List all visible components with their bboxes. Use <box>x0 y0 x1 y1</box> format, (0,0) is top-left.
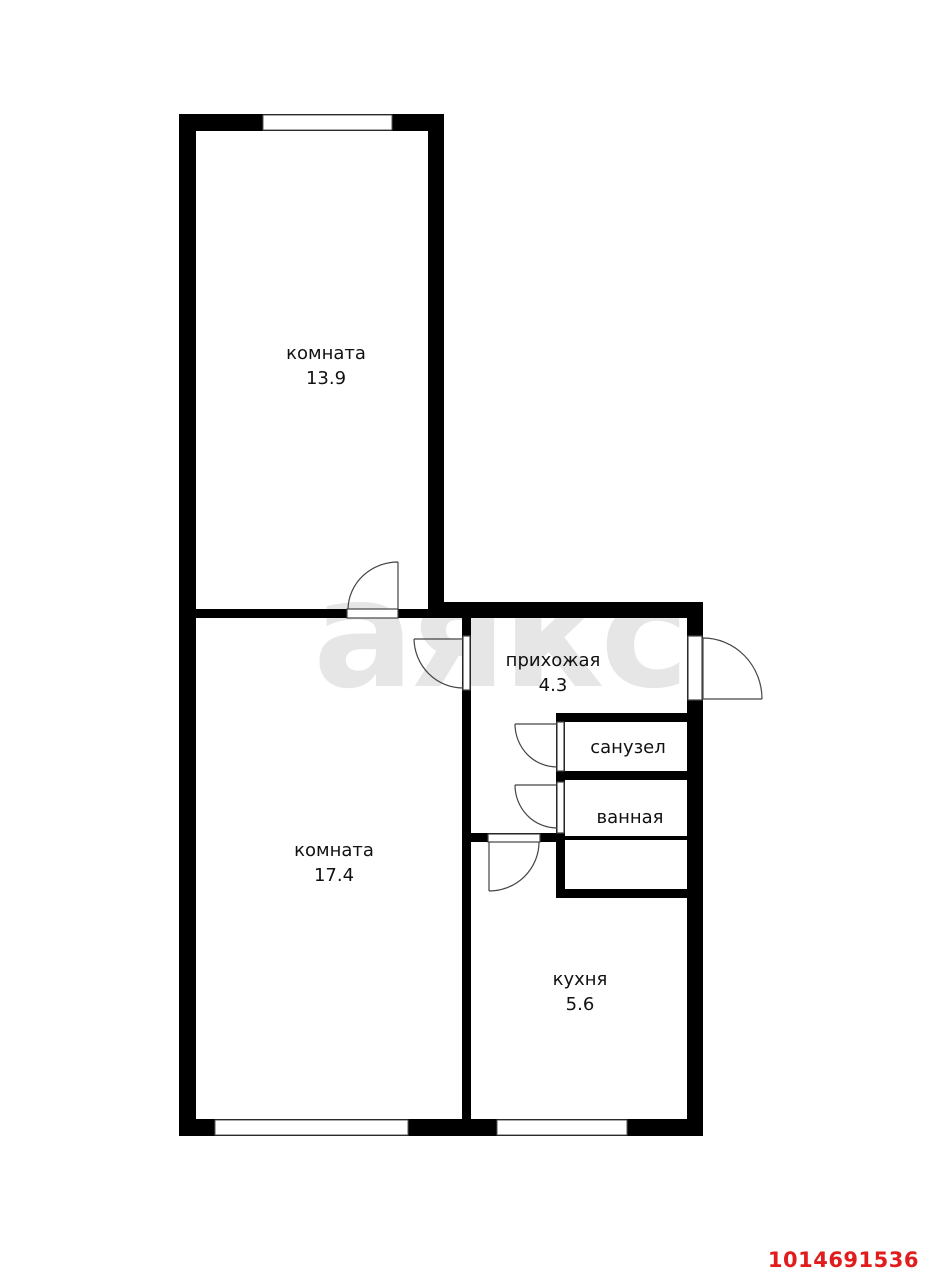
room-name: кухня <box>552 969 608 990</box>
wall-right <box>687 602 703 1136</box>
doors <box>346 561 763 892</box>
room-area: 4.3 <box>538 675 568 696</box>
wall-interior-vertical <box>462 618 471 1136</box>
windows <box>214 114 628 1136</box>
room-label-hallway: прихожая 4.3 <box>506 648 601 698</box>
window-bottom-room <box>214 1119 409 1136</box>
wall-toilet-bath-divider <box>556 771 703 780</box>
room-name: прихожая <box>505 650 601 671</box>
front-door-opening <box>687 635 703 701</box>
room-label-toilet: санузел <box>590 735 666 760</box>
room-label-room-2: комната 17.4 <box>294 838 374 888</box>
wall-bath-bottom <box>556 836 703 840</box>
room-name: комната <box>286 343 366 364</box>
watermark: аякс <box>313 548 689 722</box>
listing-id: 1014691536 <box>767 1248 919 1272</box>
room-label-kitchen: кухня 5.6 <box>553 967 608 1017</box>
wall-wet-bottom <box>556 889 703 898</box>
bath-door-opening <box>556 781 565 834</box>
room-name: ванная <box>596 807 664 828</box>
room-label-room-1: комната 13.9 <box>286 341 366 391</box>
room-name: санузел <box>590 737 666 758</box>
wall-room-divider <box>179 609 469 618</box>
wall-left <box>179 114 196 1136</box>
kitchen-door-opening <box>487 833 541 843</box>
window-bottom-kitchen <box>496 1119 628 1136</box>
wall-toilet-top <box>556 713 703 722</box>
wall-top-room-right <box>428 114 444 618</box>
room-area: 13.9 <box>305 368 347 389</box>
room-area: 17.4 <box>313 865 355 886</box>
room-name: комната <box>294 840 374 861</box>
room-area: 5.6 <box>565 994 595 1015</box>
door-opening-room1 <box>346 608 399 619</box>
wall-hallway-top <box>428 602 703 618</box>
room-label-bathroom: ванная <box>596 805 663 830</box>
window-top <box>262 114 393 131</box>
toilet-door-opening <box>556 721 565 772</box>
door-opening-room2 <box>462 635 471 691</box>
